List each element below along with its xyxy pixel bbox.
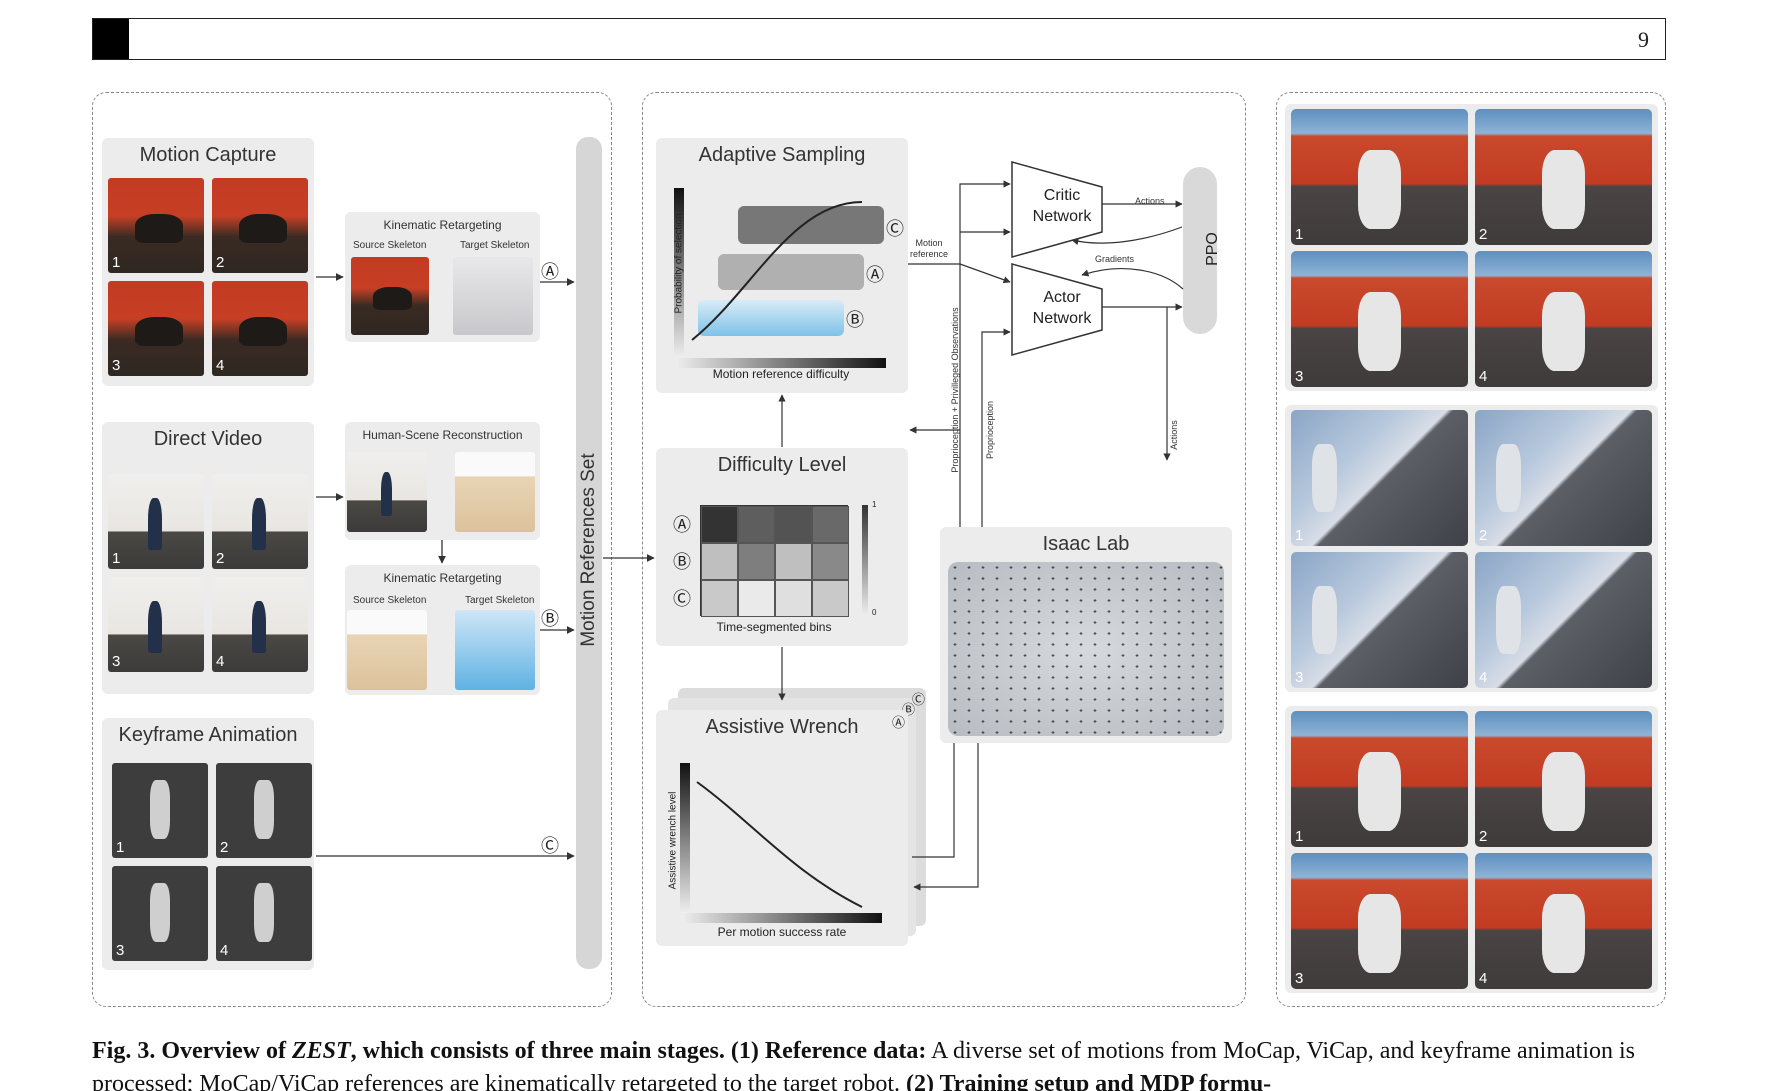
caption-lead2: , which consists of three main stages. bbox=[351, 1038, 725, 1064]
keyframe-frame: 4 bbox=[216, 866, 312, 961]
motion-references-set-label: Motion References Set bbox=[576, 417, 602, 683]
result-frame: 2 bbox=[1475, 109, 1652, 245]
reconstruction-input-image bbox=[347, 452, 427, 532]
human-scene-title: Human-Scene Reconstruction bbox=[345, 428, 540, 442]
motion-reference-label: Motion reference bbox=[910, 238, 948, 260]
motion-capture-title: Motion Capture bbox=[102, 144, 314, 167]
vicap-frame: 3 bbox=[108, 577, 204, 672]
results-group-2: 1 2 3 4 bbox=[1285, 405, 1658, 692]
keyframe-frame: 1 bbox=[112, 763, 208, 858]
caption-stage1-label: (1) Reference data: bbox=[731, 1038, 926, 1064]
marker-b: Ⓑ bbox=[541, 605, 559, 631]
proprio-priv-label: Proprioception + Privilleged Observation… bbox=[950, 305, 960, 475]
caption-lead: Overview of bbox=[161, 1038, 286, 1064]
critic-network-label: Critic Network bbox=[1012, 185, 1112, 227]
simulated-robots-pattern bbox=[948, 562, 1224, 736]
caption-zest: ZEST bbox=[292, 1038, 351, 1064]
marker-c: Ⓒ bbox=[541, 832, 559, 858]
direct-video-panel: Direct Video 1 2 3 4 bbox=[102, 422, 314, 694]
source-skeleton-label: Source Skeleton bbox=[353, 595, 426, 606]
sampling-curve bbox=[692, 202, 862, 340]
result-frame: 4 bbox=[1475, 251, 1652, 387]
result-frame: 1 bbox=[1291, 711, 1468, 847]
page-number: 9 bbox=[1638, 27, 1649, 53]
human-scene-reconstruction-panel: Human-Scene Reconstruction bbox=[345, 422, 540, 540]
isaac-lab-simulation bbox=[948, 562, 1224, 736]
kinematic-retargeting-panel-b: Kinematic Retargeting Source Skeleton Ta… bbox=[345, 565, 540, 695]
direct-video-title: Direct Video bbox=[102, 428, 314, 451]
result-frame: 3 bbox=[1291, 853, 1468, 989]
caption-stage2-label: (2) Training setup and MDP formu- bbox=[906, 1071, 1271, 1091]
reconstruction-output-image bbox=[455, 452, 535, 532]
result-frame: 3 bbox=[1291, 552, 1468, 688]
mocap-frame: 3 bbox=[108, 281, 204, 376]
actions-label: Actions bbox=[1135, 196, 1165, 206]
result-frame: 3 bbox=[1291, 251, 1468, 387]
kinematic-retargeting-title: Kinematic Retargeting bbox=[345, 218, 540, 232]
result-frame: 2 bbox=[1475, 711, 1652, 847]
arrow-gradients-to-actor bbox=[1082, 269, 1183, 289]
mocap-frame: 4 bbox=[212, 281, 308, 376]
results-group-1: 1 2 3 4 bbox=[1285, 104, 1658, 391]
keyframe-animation-title: Keyframe Animation bbox=[102, 724, 314, 747]
actions-vertical-label: Actions bbox=[1169, 405, 1179, 465]
wrench-curve bbox=[697, 782, 862, 907]
target-skeleton-image bbox=[453, 257, 533, 335]
actor-network-label: Actor Network bbox=[1012, 287, 1112, 329]
keyframe-frame: 3 bbox=[112, 866, 208, 961]
source-skeleton-image bbox=[351, 257, 429, 335]
header-black-block bbox=[93, 19, 129, 59]
keyframe-frame: 2 bbox=[216, 763, 312, 858]
target-skeleton-image bbox=[455, 610, 535, 690]
arrow-ref-to-actor bbox=[960, 264, 1010, 282]
isaac-lab-panel: Isaac Lab bbox=[940, 527, 1232, 743]
vicap-frame: 4 bbox=[212, 577, 308, 672]
target-skeleton-label: Target Skeleton bbox=[460, 240, 530, 251]
source-skeleton-image bbox=[347, 610, 427, 690]
target-skeleton-label: Target Skeleton bbox=[465, 595, 535, 606]
result-frame: 2 bbox=[1475, 410, 1652, 546]
mocap-frame: 1 bbox=[108, 178, 204, 273]
motion-capture-panel: Motion Capture 1 2 3 4 bbox=[102, 138, 314, 386]
proprioception-label: Proprioception bbox=[985, 390, 995, 470]
isaac-lab-title: Isaac Lab bbox=[940, 533, 1232, 556]
ppo-label: PPO bbox=[1204, 219, 1222, 279]
results-group-3: 1 2 3 4 bbox=[1285, 706, 1658, 993]
caption-fig-label: Fig. 3. bbox=[92, 1038, 155, 1064]
mocap-frame: 2 bbox=[212, 178, 308, 273]
result-frame: 4 bbox=[1475, 552, 1652, 688]
result-frame: 1 bbox=[1291, 410, 1468, 546]
motion-references-set-bar: Motion References Set bbox=[576, 137, 602, 969]
page-header: 9 bbox=[92, 18, 1666, 60]
vicap-frame: 2 bbox=[212, 474, 308, 569]
result-frame: 1 bbox=[1291, 109, 1468, 245]
vicap-frame: 1 bbox=[108, 474, 204, 569]
kinematic-retargeting-b-title: Kinematic Retargeting bbox=[345, 571, 540, 585]
gradients-label: Gradients bbox=[1095, 254, 1134, 264]
marker-a: Ⓐ bbox=[541, 258, 559, 284]
figure-caption: Fig. 3. Overview of ZEST, which consists… bbox=[92, 1035, 1692, 1091]
source-skeleton-label: Source Skeleton bbox=[353, 240, 426, 251]
result-frame: 4 bbox=[1475, 853, 1652, 989]
kinematic-retargeting-panel: Kinematic Retargeting Source Skeleton Ta… bbox=[345, 212, 540, 342]
keyframe-animation-panel: Keyframe Animation 1 2 3 4 bbox=[102, 718, 314, 970]
